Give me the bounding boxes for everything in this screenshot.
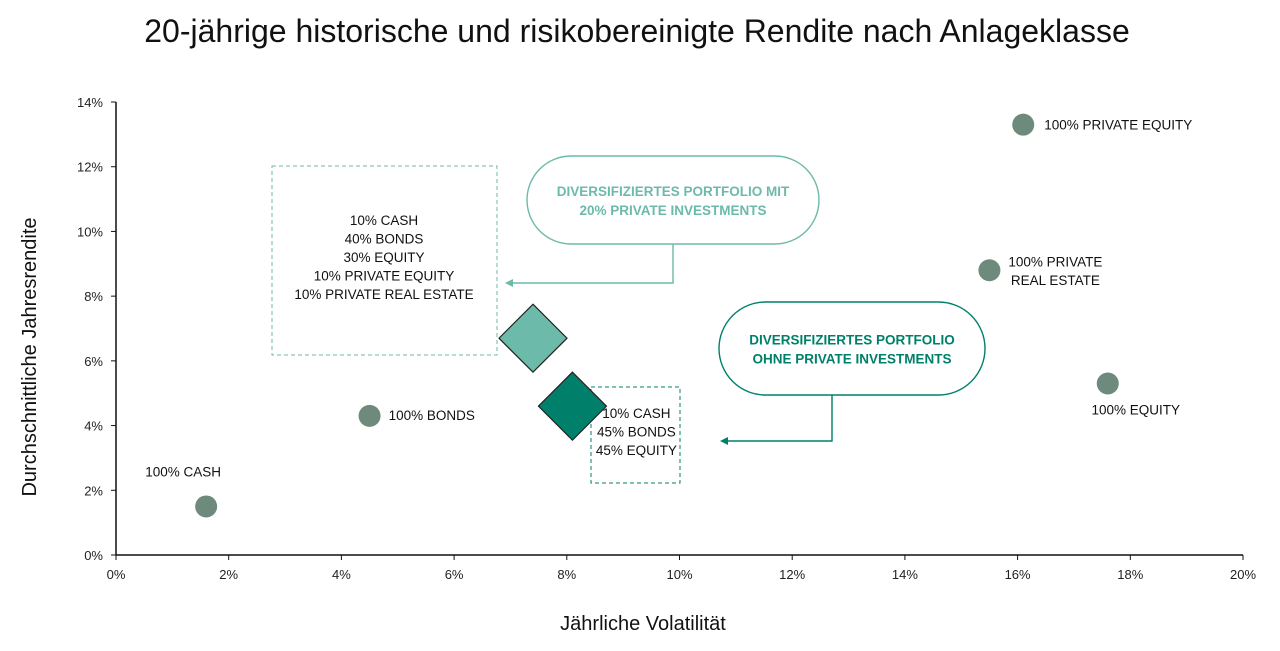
- x-tick-label: 8%: [557, 567, 576, 582]
- x-tick-label: 10%: [666, 567, 692, 582]
- equity-label: 100% EQUITY: [1091, 403, 1180, 418]
- y-tick-label: 14%: [77, 95, 103, 110]
- callout-with-private-text: DIVERSIFIZIERTES PORTFOLIO MIT: [557, 184, 790, 199]
- x-tick-label: 16%: [1005, 567, 1031, 582]
- y-tick-label: 0%: [84, 548, 103, 563]
- x-axis-label: Jährliche Volatilität: [560, 613, 726, 635]
- y-tick-label: 2%: [84, 483, 103, 498]
- callout-without-private-text: DIVERSIFIZIERTES PORTFOLIO: [749, 333, 955, 348]
- bonds-label: 100% BONDS: [389, 408, 475, 423]
- private-equity-point: [1012, 113, 1035, 136]
- callout-without-private-bubble: [718, 301, 986, 396]
- portfolio-without-private-diamond: [537, 371, 608, 442]
- portfolio-with-private-label-box: [271, 165, 498, 356]
- portfolio-with-private-diamond: [498, 303, 568, 374]
- y-tick-label: 12%: [77, 160, 103, 175]
- callout-with-private-arrow-line: [511, 244, 674, 284]
- equity-point: [1096, 372, 1119, 395]
- callout-with-private-arrowhead-icon: [505, 279, 513, 287]
- private-equity-label: 100% PRIVATE EQUITY: [1044, 118, 1192, 133]
- portfolio-with-private-label: 30% EQUITY: [343, 250, 424, 265]
- portfolio-without-private-label-box: [590, 386, 681, 484]
- y-axis-label: Durchschnittliche Jahresrendite: [19, 217, 41, 496]
- portfolio-with-private-label: 10% PRIVATE EQUITY: [314, 269, 455, 284]
- callout-with-private-text: 20% PRIVATE INVESTMENTS: [579, 203, 766, 218]
- private-real-estate-label: REAL ESTATE: [1011, 273, 1100, 288]
- x-tick-label: 0%: [107, 567, 126, 582]
- x-tick-label: 4%: [332, 567, 351, 582]
- private-real-estate-point: [978, 259, 1001, 282]
- portfolio-with-private-label: 10% PRIVATE REAL ESTATE: [294, 287, 473, 302]
- x-tick-label: 14%: [892, 567, 918, 582]
- x-tick-label: 20%: [1230, 567, 1256, 582]
- cash-point: [195, 495, 218, 518]
- callout-without-private-arrowhead-icon: [720, 437, 728, 445]
- y-tick-label: 10%: [77, 224, 103, 239]
- portfolio-without-private-label: 10% CASH: [602, 406, 670, 421]
- x-tick-label: 2%: [219, 567, 238, 582]
- callout-without-private-text: OHNE PRIVATE INVESTMENTS: [752, 352, 951, 367]
- y-tick-label: 4%: [84, 419, 103, 434]
- y-tick-label: 6%: [84, 354, 103, 369]
- bonds-point: [358, 404, 381, 427]
- portfolio-with-private-label: 40% BONDS: [345, 232, 424, 247]
- cash-label: 100% CASH: [145, 464, 221, 479]
- x-tick-label: 18%: [1117, 567, 1143, 582]
- y-tick-label: 8%: [84, 289, 103, 304]
- private-real-estate-label: 100% PRIVATE: [1008, 254, 1102, 269]
- callout-without-private-arrow-line: [726, 395, 833, 442]
- portfolio-without-private-label: 45% EQUITY: [596, 443, 677, 458]
- x-tick-label: 6%: [445, 567, 464, 582]
- portfolio-with-private-label: 10% CASH: [350, 213, 418, 228]
- chart-title: 20-jährige historische und risikobereini…: [144, 13, 1129, 49]
- portfolio-without-private-label: 45% BONDS: [597, 425, 676, 440]
- callout-with-private-bubble: [526, 155, 820, 245]
- x-tick-label: 12%: [779, 567, 805, 582]
